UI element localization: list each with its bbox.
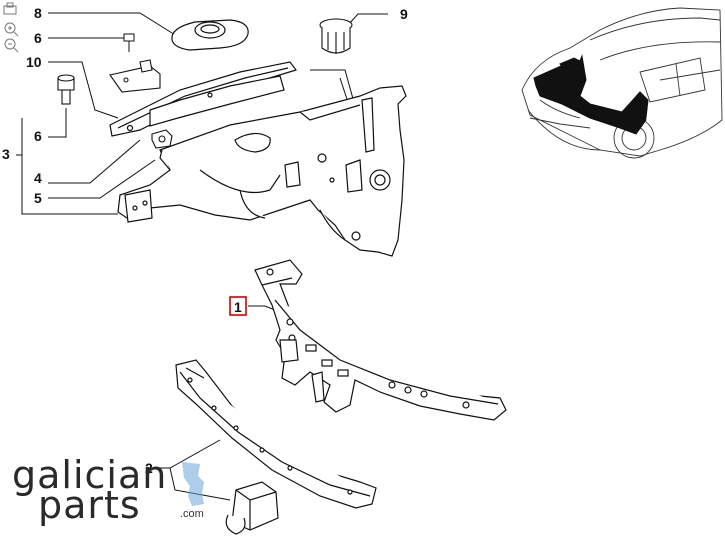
- galicianparts-logo: galician parts .com: [12, 456, 212, 526]
- part-6-screw-top[interactable]: [123, 33, 135, 52]
- zoom-in-icon[interactable]: [4, 22, 19, 37]
- car-highlighted-frame: [533, 54, 649, 135]
- callout-1-highlight-box: [229, 296, 247, 316]
- callout-8[interactable]: 8: [34, 5, 42, 21]
- part-1-front-crossmember[interactable]: [254, 259, 507, 421]
- upper-rail[interactable]: [109, 61, 297, 137]
- wheel-arch-panel[interactable]: [117, 85, 407, 257]
- callout-2[interactable]: 2: [145, 460, 153, 476]
- part-6-bolt[interactable]: [57, 74, 75, 105]
- zoom-out-icon[interactable]: [4, 38, 19, 53]
- callout-9[interactable]: 9: [400, 6, 408, 22]
- callout-1[interactable]: 1: [234, 299, 242, 315]
- logo-text-parts: parts: [38, 483, 141, 527]
- print-icon[interactable]: [3, 2, 17, 15]
- logo-text-domain: .com: [180, 508, 204, 520]
- logo-text-galician: galician: [12, 453, 168, 497]
- part-2-mounting-bracket[interactable]: [225, 481, 279, 535]
- part-4-nut[interactable]: [151, 129, 173, 149]
- callout-5[interactable]: 5: [34, 190, 42, 206]
- callout-6-top[interactable]: 6: [34, 30, 42, 46]
- logo-galicia-map-icon: [182, 462, 204, 506]
- part-8-grommet[interactable]: [171, 19, 249, 51]
- callout-6-bottom[interactable]: 6: [34, 128, 42, 144]
- callout-4[interactable]: 4: [34, 170, 42, 186]
- callout-3[interactable]: 3: [2, 146, 10, 162]
- callout-10[interactable]: 10: [26, 54, 42, 70]
- lower-crossmember-beam[interactable]: [175, 359, 377, 509]
- part-10-bracket[interactable]: [109, 59, 161, 93]
- part-9-clip[interactable]: [319, 18, 353, 54]
